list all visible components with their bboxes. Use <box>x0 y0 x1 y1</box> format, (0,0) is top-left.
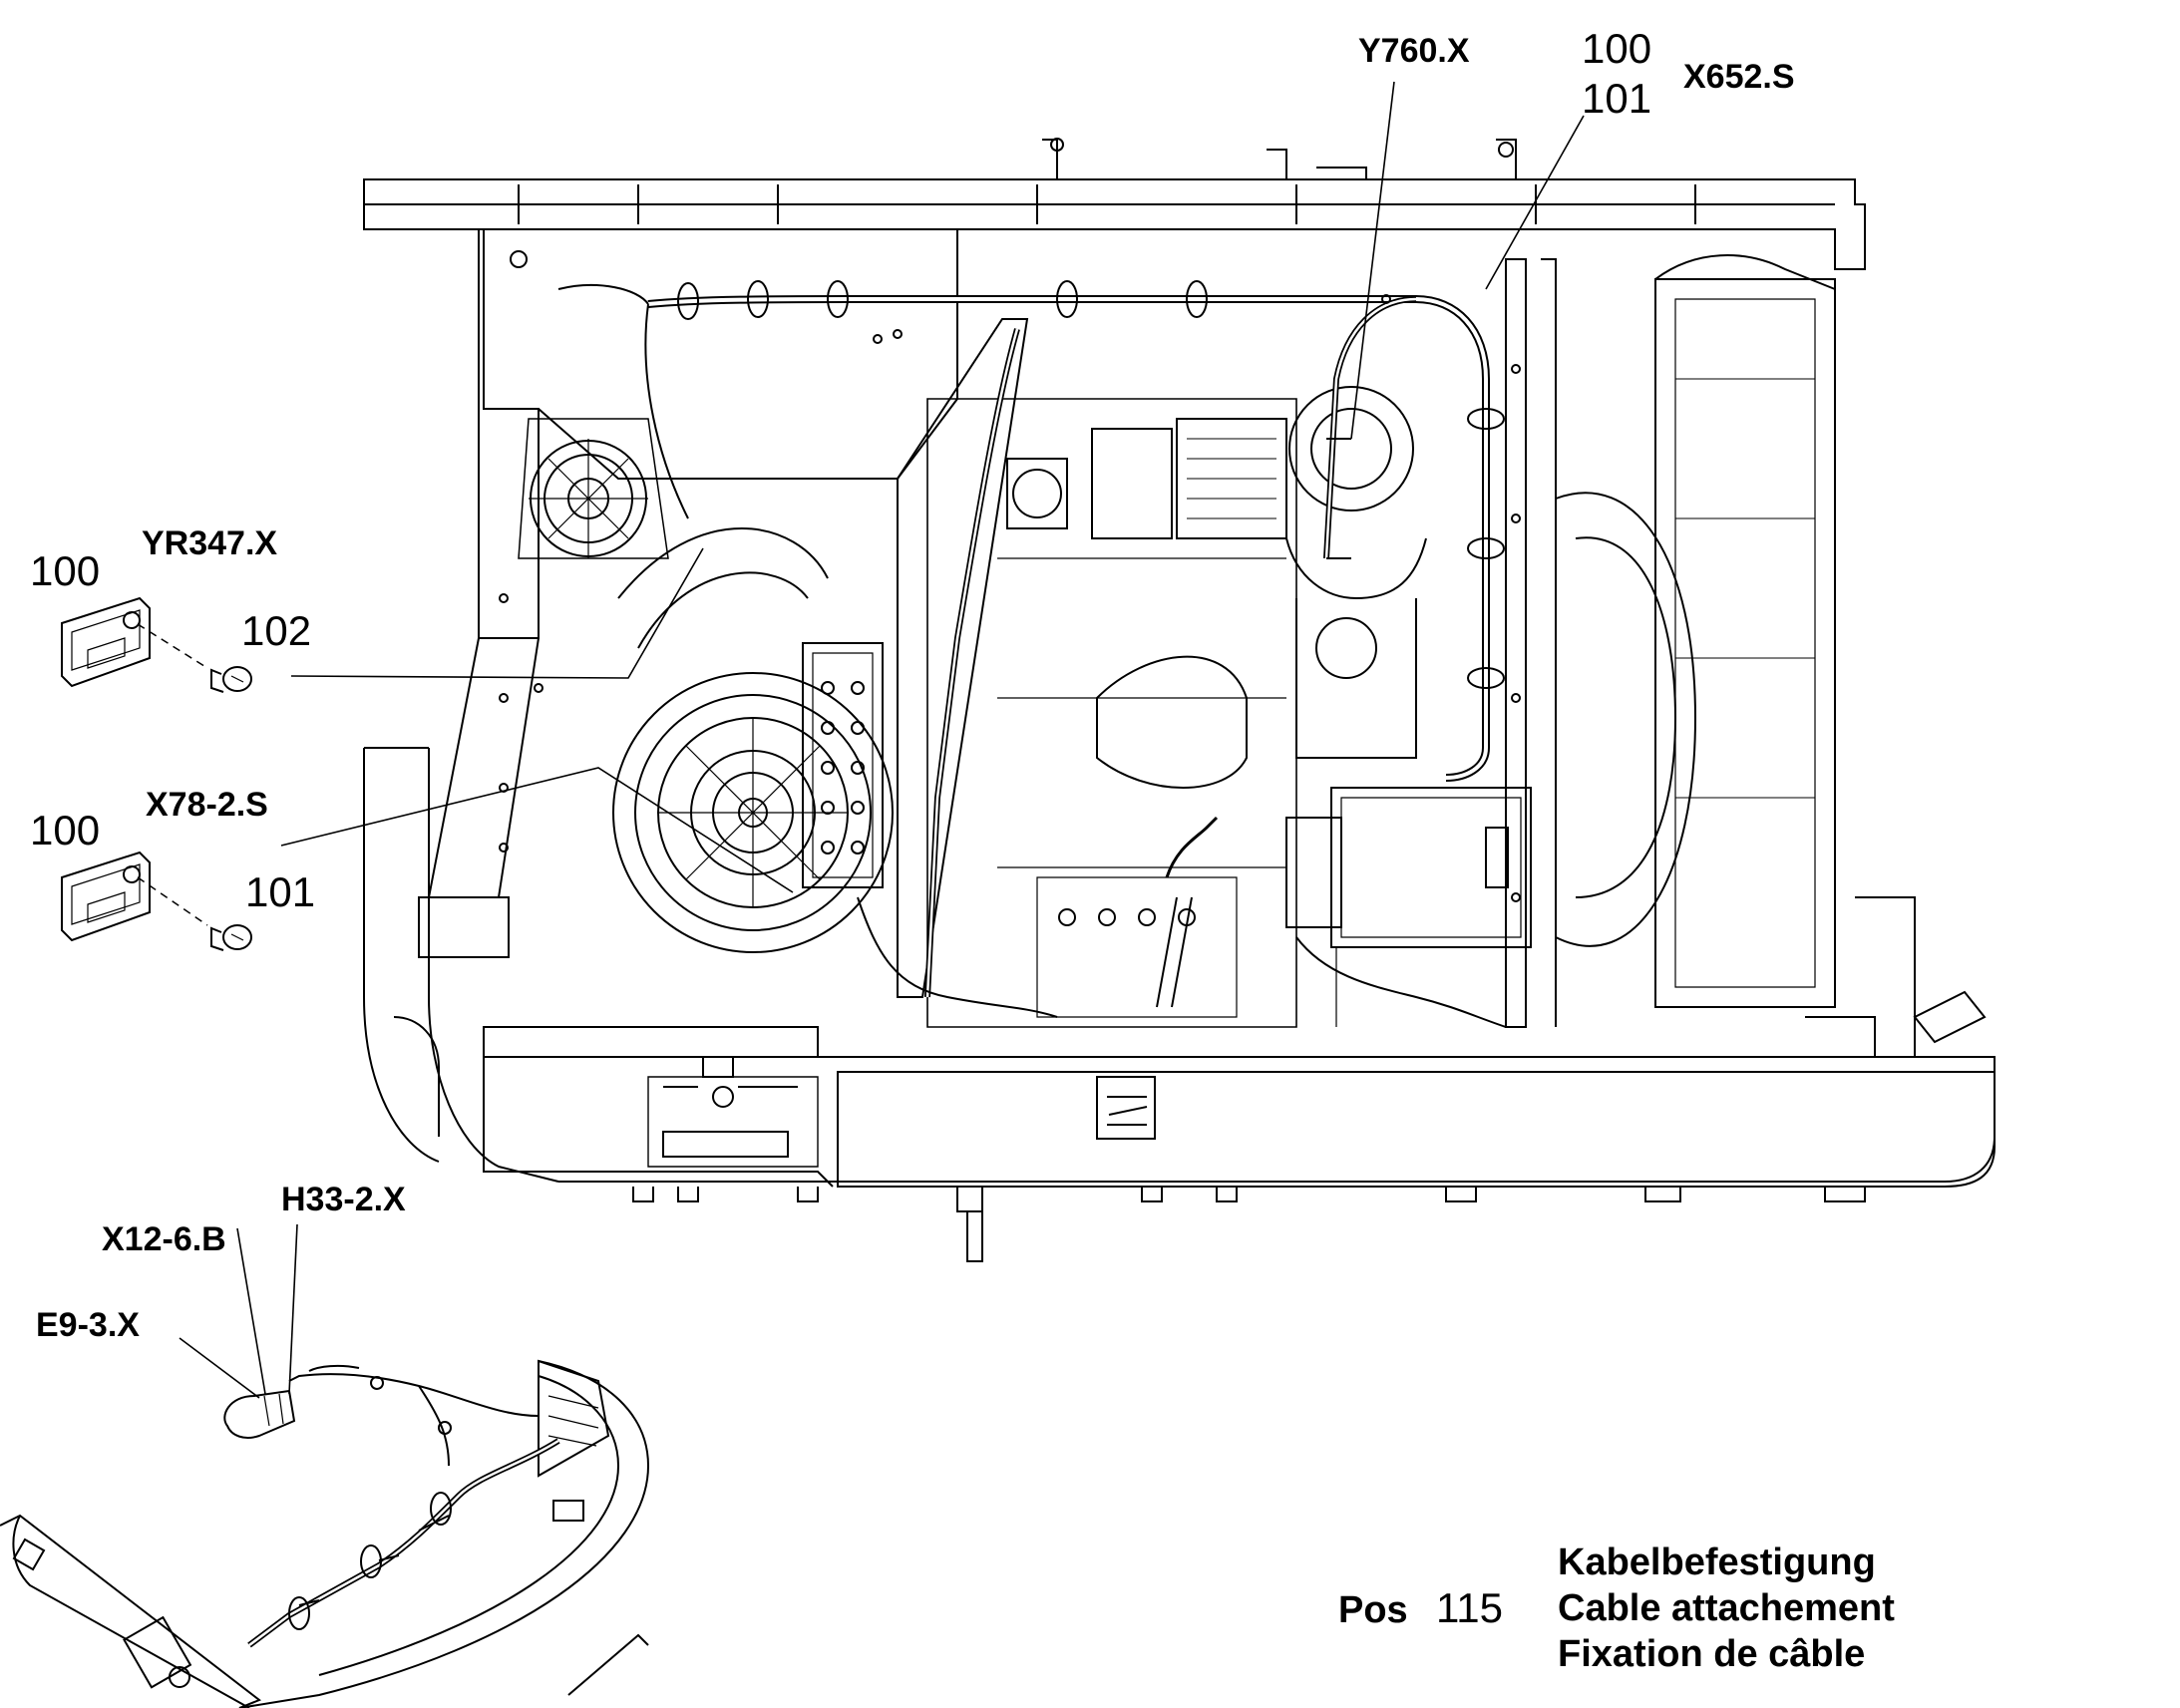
pos-number: 115 <box>1436 1584 1503 1631</box>
label-yr347: YR347.X <box>142 524 278 562</box>
label-x12: X12-6.B <box>102 1220 226 1258</box>
label-item-100-b: 100 <box>30 807 101 854</box>
label-e9: E9-3.X <box>36 1306 140 1344</box>
part-detail-yr347 <box>62 598 251 692</box>
label-y760: Y760.X <box>1358 32 1470 70</box>
part-detail-x78 <box>62 853 251 950</box>
label-x652: X652.S <box>1683 58 1795 96</box>
label-item-101-top: 101 <box>1582 75 1652 122</box>
title-french: Fixation de câble <box>1558 1633 1866 1675</box>
label-item-100-top: 100 <box>1582 25 1652 72</box>
title-english: Cable attachement <box>1558 1587 1895 1629</box>
label-item-101-b: 101 <box>245 868 316 915</box>
label-item-100-a: 100 <box>30 547 101 594</box>
main-assembly <box>364 139 1995 1261</box>
pos-label: Pos <box>1338 1589 1408 1631</box>
label-h33: H33-2.X <box>281 1181 406 1218</box>
label-item-102: 102 <box>241 607 312 654</box>
lower-left-detail-view <box>0 1361 648 1708</box>
label-x78: X78-2.S <box>146 786 268 824</box>
title-german: Kabelbefestigung <box>1558 1541 1876 1583</box>
leader-lines <box>180 82 1584 1398</box>
